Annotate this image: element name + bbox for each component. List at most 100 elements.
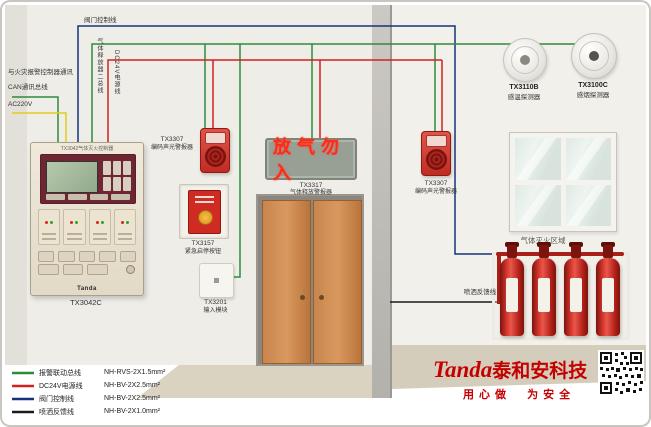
smoke-detector-name-label: 感烟探测器 — [576, 92, 610, 99]
label-dc24v-line: DC24V电源线 — [113, 50, 119, 96]
zone-indicator — [113, 209, 136, 245]
legend-spec: NH-RVS-2X1.5mm² — [104, 369, 166, 376]
spray-feedback-label: 喷洒反馈线 — [463, 289, 497, 296]
gas-extinguishing-control-panel: TX3042气体灭火控制器 Tanda — [30, 142, 144, 296]
label-valve-line: 阀门控制线 — [84, 17, 117, 24]
manifold-down-pipe — [497, 252, 501, 304]
alarm-speaker — [205, 146, 226, 167]
label-gas-release-bus: 气体释放器二总线 — [96, 38, 102, 94]
input-module — [199, 263, 234, 298]
window-pane — [565, 138, 611, 180]
left-side-wall — [5, 5, 27, 365]
manifold-pipe — [496, 252, 624, 256]
door-panel-left — [262, 200, 311, 364]
gas-cylinder — [564, 258, 588, 336]
legend-swatch — [12, 410, 34, 413]
legend-swatch — [12, 384, 34, 387]
panel-model-label: TX3042C — [70, 298, 102, 307]
double-door — [256, 194, 364, 366]
alarm-strobe — [426, 135, 447, 147]
door-handle — [300, 295, 305, 300]
brand-logo-en: Tanda — [433, 357, 493, 382]
input-module-name-label: 输入模块 — [203, 308, 228, 314]
partition-wall — [372, 5, 392, 398]
panel-function-keys — [46, 194, 130, 200]
alarm-speaker — [426, 149, 447, 170]
gas-cylinder — [532, 258, 556, 336]
brand-slogan: 用心做 为安全 — [463, 389, 576, 401]
sound-light-alarm-right — [421, 131, 451, 176]
valve-wheel — [569, 242, 583, 247]
heat-detector-model-label: TX3110B — [509, 84, 539, 91]
cylinder-valve — [571, 245, 581, 258]
emergency-start-stop-station — [179, 184, 229, 239]
valve-wheel — [537, 242, 551, 247]
sign-name-label: 气体释放警报器 — [289, 190, 332, 196]
door-panel-right — [313, 200, 362, 364]
window-pane — [515, 138, 561, 180]
panel-keypad — [103, 161, 131, 191]
alarm-left-name-label: 编码声光警报器 — [150, 145, 193, 151]
panel-header-label: TX3042气体灭火控制器 — [60, 146, 114, 152]
brand-logo-cn: 泰和安科技 — [492, 361, 588, 382]
legend-spec: NH-BV-2X1.0mm² — [104, 408, 161, 415]
heat-detector — [503, 38, 547, 82]
label-ac220v: AC220V — [8, 101, 33, 108]
gas-cylinder — [500, 258, 524, 336]
manual-station-model-label: TX3157 — [191, 240, 215, 247]
legend-row: 报警联动总线 NH-RVS-2X1.5mm² — [12, 366, 212, 379]
legend-swatch — [12, 371, 34, 374]
qr-code — [598, 350, 644, 396]
cylinder-valve — [507, 245, 517, 258]
alarm-right-model-label: TX3307 — [424, 180, 448, 187]
window — [509, 132, 617, 232]
alarm-right-name-label: 编码声光警报器 — [414, 189, 457, 195]
zone-indicator — [88, 209, 111, 245]
floor-left — [137, 365, 372, 398]
alarm-left-model-label: TX3307 — [160, 136, 184, 143]
panel-keylock — [126, 265, 135, 274]
panel-zone-indicators — [38, 209, 136, 245]
input-module-model-label: TX3201 — [204, 299, 227, 306]
cylinder-valve — [603, 245, 613, 258]
window-pane — [565, 184, 611, 226]
gas-zone-label: 气体灭火区域 — [520, 236, 566, 245]
brand-block: Tanda泰和安科技 用心做 为安全 — [433, 356, 598, 402]
legend-label: DC24V电源线 — [39, 382, 83, 390]
manual-station-button — [198, 210, 213, 225]
panel-display-area — [40, 154, 136, 204]
legend-row: 阀门控制线 NH-BV-2X2.5mm² — [12, 392, 212, 405]
panel-buttons-secondary — [38, 264, 109, 275]
zone-indicator — [63, 209, 86, 245]
zone-indicator — [38, 209, 61, 245]
legend-swatch — [12, 397, 34, 400]
smoke-detector — [571, 33, 617, 79]
alarm-strobe — [205, 132, 226, 144]
legend-label: 报警联动总线 — [39, 369, 81, 377]
legend-spec: NH-BV-2X2.5mm² — [104, 395, 161, 402]
legend-label: 阀门控制线 — [39, 395, 74, 403]
gas-cylinder — [596, 258, 620, 336]
smoke-detector-model-label: TX3100C — [578, 82, 608, 89]
gas-release-warning-sign: 放气勿入 — [265, 137, 357, 183]
brand-logo: Tanda泰和安科技 — [433, 356, 598, 383]
door-handle — [319, 295, 324, 300]
legend-row: DC24V电源线 NH-BV-2X2.5mm² — [12, 379, 212, 392]
heat-detector-name-label: 感温探测器 — [507, 94, 541, 101]
legend-spec: NH-BV-2X2.5mm² — [104, 382, 161, 389]
wiring-legend: 报警联动总线 NH-RVS-2X1.5mm² DC24V电源线 NH-BV-2X… — [12, 366, 212, 418]
sign-text: 放气勿入 — [273, 137, 345, 183]
label-can-bus: CAN通讯总线 — [8, 84, 48, 91]
legend-label: 喷洒反馈线 — [39, 408, 74, 416]
sign-model-label: TX3317 — [299, 182, 323, 189]
manual-station-body — [188, 190, 221, 234]
valve-wheel — [505, 242, 519, 247]
panel-brand-label: Tanda — [77, 286, 97, 292]
manual-station-name-label: 紧急启停按钮 — [184, 249, 221, 255]
cylinder-valve — [539, 245, 549, 258]
legend-row: 喷洒反馈线 NH-BV-2X1.0mm² — [12, 405, 212, 418]
valve-wheel — [601, 242, 615, 247]
window-pane — [515, 184, 561, 226]
sound-light-alarm-left — [200, 128, 230, 173]
